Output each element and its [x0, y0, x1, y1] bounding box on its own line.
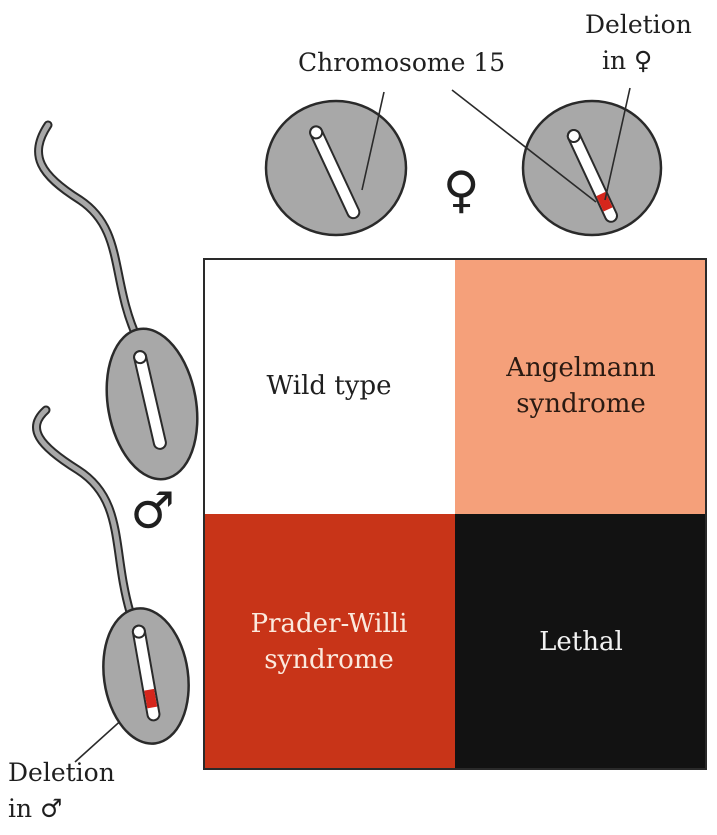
deletion-male-label-line2: in ♂: [8, 794, 62, 824]
female-symbol-icon: ♀: [443, 165, 480, 215]
cell-wild-type-label: Wild type: [267, 368, 392, 404]
cell-lethal-label: Lethal: [539, 624, 623, 660]
deletion-male-label-line1: Deletion: [8, 758, 115, 788]
egg-deletion: [523, 101, 661, 235]
deletion-female-label-line2: in ♀: [602, 46, 652, 76]
deletion-female-label-line1: Deletion: [585, 10, 692, 40]
egg-normal: [266, 101, 406, 235]
cell-lethal: Lethal: [455, 514, 707, 770]
cell-wild-type: Wild type: [203, 258, 455, 514]
sperm-normal: [38, 125, 208, 486]
chromosome-15-label: Chromosome 15: [298, 48, 505, 78]
male-symbol-icon: ♂: [130, 486, 175, 536]
